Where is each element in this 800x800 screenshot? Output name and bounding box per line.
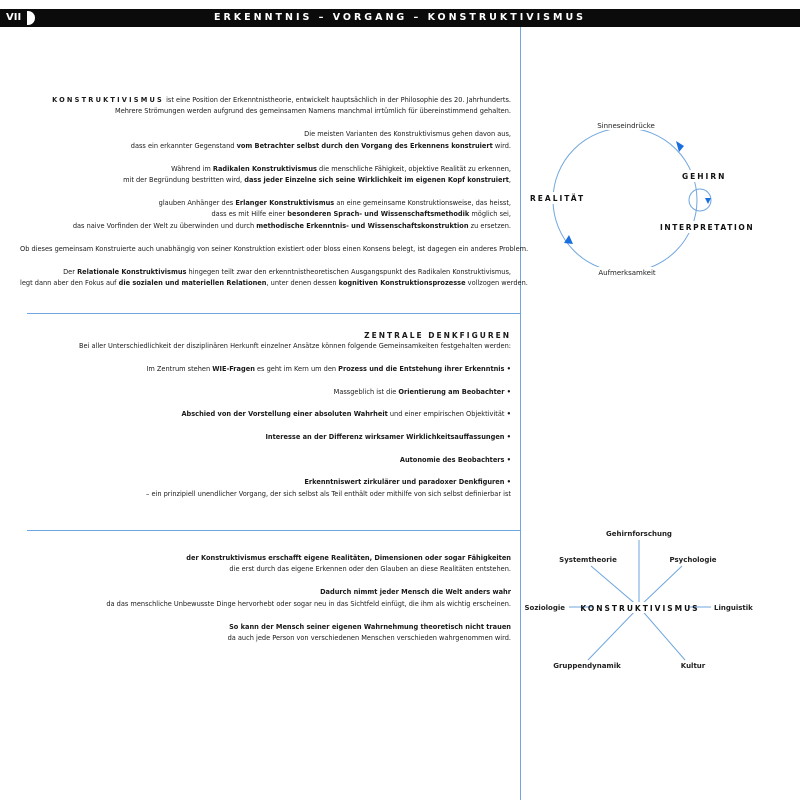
intro-line: dass ein erkannter Gegenstand vom Betrac… bbox=[130, 141, 511, 150]
list-item: Erkenntniswert zirkulärer und paradoxer … bbox=[304, 478, 511, 487]
star-diagram: KONSTRUKTIVISMUS Gehirnforschung Systemt… bbox=[525, 530, 754, 670]
intro-line: legt dann aber den Fokus auf die soziale… bbox=[20, 279, 528, 288]
conclusion-line: da auch jede Person von verschiedenen Me… bbox=[227, 634, 511, 643]
page-title: ERKENNTNIS – VORGANG – KONSTRUKTIVISMUS bbox=[214, 12, 586, 23]
arrow-icon bbox=[564, 235, 573, 244]
list-item: Autonomie des Beobachters • bbox=[399, 455, 511, 464]
intro-line: Mehrere Strömungen werden aufgrund des g… bbox=[115, 107, 511, 116]
list-item: Abschied von der Vorstellung einer absol… bbox=[181, 410, 511, 419]
spoke-label-psychologie: Psychologie bbox=[669, 556, 716, 564]
conclusion-line: der Konstruktivismus erschafft eigene Re… bbox=[186, 554, 511, 562]
star-center-label: KONSTRUKTIVISMUS bbox=[580, 604, 699, 613]
header-bar: VII ERKENNTNIS – VORGANG – KONSTRUKTIVIS… bbox=[0, 9, 800, 27]
section-divider-2 bbox=[27, 530, 520, 531]
conclusion-line: die erst durch das eigene Erkennen oder … bbox=[229, 565, 511, 574]
list-item: Massgeblich ist die Orientierung am Beob… bbox=[333, 387, 511, 396]
label-realitaet: REALITÄT bbox=[530, 194, 585, 203]
list-item: Interesse an der Differenz wirksamer Wir… bbox=[265, 433, 511, 442]
spoke-label-kultur: Kultur bbox=[681, 662, 706, 670]
conclusion-line: Dadurch nimmt jeder Mensch die Welt ande… bbox=[320, 588, 511, 597]
denkfiguren-section: ZENTRALE DENKFIGUREN Bei aller Unterschi… bbox=[20, 330, 511, 500]
spoke-label-soziologie: Soziologie bbox=[525, 604, 566, 612]
brain-loop bbox=[688, 188, 712, 212]
conclusion-section: der Konstruktivismus erschafft eigene Re… bbox=[20, 553, 511, 644]
intro-line: das naive Vorfinden der Welt zu überwind… bbox=[72, 221, 511, 230]
intro-line: dass es mit Hilfe einer besonderen Sprac… bbox=[211, 210, 512, 219]
spoke-label-gehirnforschung: Gehirnforschung bbox=[606, 530, 672, 538]
spoke-label-linguistik: Linguistik bbox=[714, 604, 753, 612]
vertical-divider bbox=[520, 27, 521, 800]
label-interpretation: INTERPRETATION bbox=[660, 223, 754, 232]
conclusion-line: So kann der Mensch seiner eigenen Wahrne… bbox=[229, 622, 511, 631]
page-number-tab bbox=[27, 11, 35, 25]
spoke bbox=[638, 565, 683, 608]
intro-line: Ob dieses gemeinsam Konstruierte auch un… bbox=[20, 244, 529, 253]
section-divider-1 bbox=[27, 313, 520, 314]
arrow-icon bbox=[705, 198, 711, 204]
label-gehirn: GEHIRN bbox=[682, 172, 726, 181]
intro-line: glauben Anhänger des Erlanger Konstrukti… bbox=[158, 199, 511, 208]
intro-line: KONSTRUKTIVISMUS ist eine Position der E… bbox=[52, 96, 511, 104]
spoke bbox=[590, 565, 640, 608]
spoke-label-systemtheorie: Systemtheorie bbox=[559, 556, 617, 564]
cycle-diagram: Sinneseindrücke REALITÄT GEHIRN INTERPRE… bbox=[527, 120, 754, 277]
spoke-label-gruppendynamik: Gruppendynamik bbox=[553, 662, 621, 670]
conclusion-line: da das menschliche Unbewusste Dinge herv… bbox=[106, 599, 511, 608]
page-number: VII bbox=[6, 12, 22, 23]
list-item: Im Zentrum stehen WIE-Fragen es geht im … bbox=[146, 364, 511, 373]
arrow-icon bbox=[676, 141, 684, 152]
section-intro: Bei aller Unterschiedlichkeit der diszip… bbox=[78, 342, 511, 351]
intro-line: Der Relationale Konstruktivismus hingege… bbox=[63, 268, 511, 277]
list-item-note: – ein prinzipiell unendlicher Vorgang, d… bbox=[146, 489, 511, 498]
spoke bbox=[638, 606, 686, 661]
intro-section: KONSTRUKTIVISMUS ist eine Position der E… bbox=[20, 95, 529, 289]
label-aufmerksamkeit: Aufmerksamkeit bbox=[598, 269, 656, 277]
label-sinneseindruecke: Sinneseindrücke bbox=[597, 122, 655, 130]
intro-line: mit der Begründung bestritten wird, dass… bbox=[123, 176, 511, 185]
intro-line: Während im Radikalen Konstruktivismus di… bbox=[171, 164, 511, 173]
section-heading: ZENTRALE DENKFIGUREN bbox=[364, 331, 511, 340]
spoke bbox=[587, 606, 640, 661]
intro-line: Die meisten Varianten des Konstruktivism… bbox=[304, 130, 511, 139]
